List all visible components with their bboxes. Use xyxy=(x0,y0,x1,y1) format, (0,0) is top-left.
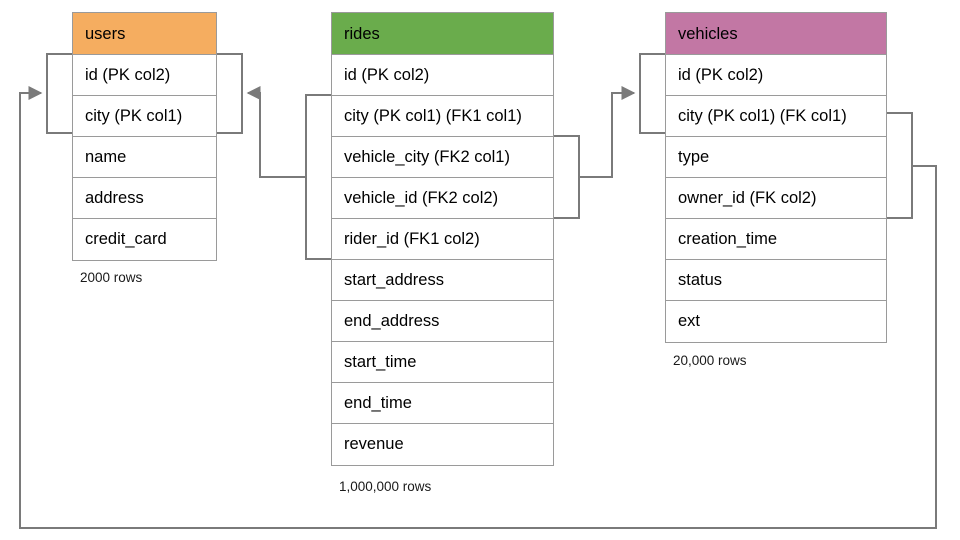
field-rides-vehicle-id[interactable]: vehicle_id (FK2 col2) xyxy=(332,178,553,219)
rides-right-bracket xyxy=(554,135,580,219)
field-rides-vehicle-city[interactable]: vehicle_city (FK2 col1) xyxy=(332,137,553,178)
entity-users[interactable]: users id (PK col2) city (PK col1) name a… xyxy=(72,12,217,261)
field-vehicles-creation-time[interactable]: creation_time xyxy=(666,219,886,260)
field-rides-end-address[interactable]: end_address xyxy=(332,301,553,342)
connector-rides-fk2-vehicles xyxy=(579,86,636,178)
users-left-bracket xyxy=(46,53,72,134)
field-vehicles-status[interactable]: status xyxy=(666,260,886,301)
vehicles-left-bracket xyxy=(639,53,665,134)
field-vehicles-owner-id[interactable]: owner_id (FK col2) xyxy=(666,178,886,219)
field-vehicles-city[interactable]: city (PK col1) (FK col1) xyxy=(666,96,886,137)
field-rides-rider-id[interactable]: rider_id (FK1 col2) xyxy=(332,219,553,260)
field-vehicles-id[interactable]: id (PK col2) xyxy=(666,55,886,96)
entity-users-header: users xyxy=(73,13,216,55)
field-vehicles-type[interactable]: type xyxy=(666,137,886,178)
field-rides-start-time[interactable]: start_time xyxy=(332,342,553,383)
connector-rides-fk1-users xyxy=(246,86,306,178)
entity-vehicles[interactable]: vehicles id (PK col2) city (PK col1) (FK… xyxy=(665,12,887,343)
field-users-credit-card[interactable]: credit_card xyxy=(85,230,167,248)
users-right-bracket xyxy=(217,53,243,134)
rowcount-rides: 1,000,000 rows xyxy=(339,479,432,494)
field-users-name[interactable]: name xyxy=(73,137,216,178)
field-users-id[interactable]: id (PK col2) xyxy=(73,55,216,96)
field-rides-start-address[interactable]: start_address xyxy=(332,260,553,301)
field-users-city[interactable]: city (PK col1) xyxy=(73,96,216,137)
field-users-address[interactable]: address xyxy=(73,178,216,219)
field-rides-id[interactable]: id (PK col2) xyxy=(332,55,553,96)
rowcount-vehicles: 20,000 rows xyxy=(673,353,747,368)
field-rides-end-time[interactable]: end_time xyxy=(332,383,553,424)
field-vehicles-ext[interactable]: ext xyxy=(678,312,701,330)
field-rides-revenue[interactable]: revenue xyxy=(344,435,404,453)
entity-rides[interactable]: rides id (PK col2) city (PK col1) (FK1 c… xyxy=(331,12,554,466)
entity-vehicles-header: vehicles xyxy=(666,13,886,55)
vehicles-right-bracket xyxy=(887,112,913,219)
rides-left-bracket xyxy=(305,94,331,260)
field-rides-city[interactable]: city (PK col1) (FK1 col1) xyxy=(332,96,553,137)
entity-rides-header: rides xyxy=(332,13,553,55)
rowcount-users: 2000 rows xyxy=(80,270,143,285)
